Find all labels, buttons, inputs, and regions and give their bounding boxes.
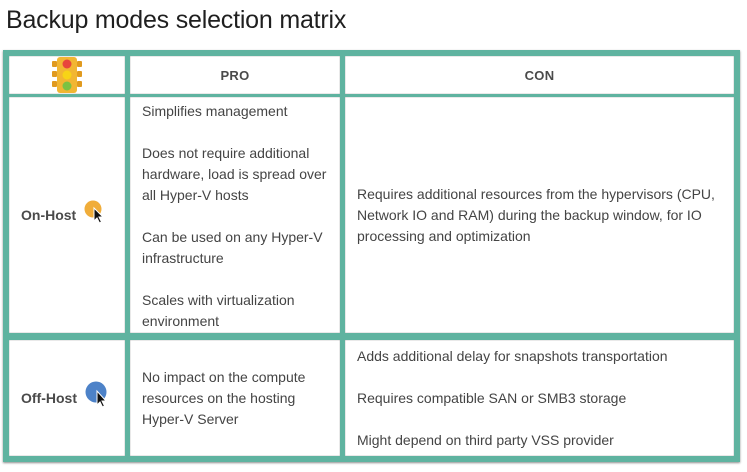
page-title: Backup modes selection matrix <box>6 6 347 34</box>
header-icon-cell <box>9 56 125 94</box>
con-item: Adds additional delay for snapshots tran… <box>357 347 668 364</box>
row-label-text: On-Host <box>21 207 77 223</box>
pro-item: Can be used on any Hyper-V infrastructur… <box>142 229 323 266</box>
selection-matrix-table: PRO CON On-Host Simplifies management Do… <box>3 50 740 462</box>
off-host-pro-cell: No impact on the compute resources on th… <box>130 340 340 456</box>
orange-dot-cursor-icon <box>84 200 108 231</box>
on-host-con-cell: Requires additional resources from the h… <box>345 97 734 333</box>
on-host-pro-cell: Simplifies management Does not require a… <box>130 97 340 333</box>
blue-dot-cursor-icon <box>85 381 113 416</box>
row-label-text: Off-Host <box>21 390 77 406</box>
con-item: Requires compatible SAN or SMB3 storage <box>357 389 627 406</box>
pro-item: Simplifies management <box>142 103 288 119</box>
pro-item: Does not require additional hardware, lo… <box>142 145 327 203</box>
row-label-on-host: On-Host <box>9 97 125 333</box>
off-host-con-cell: Adds additional delay for snapshots tran… <box>345 340 734 456</box>
pro-item: No impact on the compute resources on th… <box>142 368 306 427</box>
con-item: Requires additional resources from the h… <box>357 185 715 244</box>
con-item: Might depend on third party VSS provider <box>357 431 614 448</box>
row-label-off-host: Off-Host <box>9 340 125 456</box>
header-con: CON <box>345 56 734 94</box>
header-pro: PRO <box>130 56 340 94</box>
traffic-light-icon <box>52 57 82 93</box>
pro-item: Scales with virtualization environment <box>142 292 295 329</box>
